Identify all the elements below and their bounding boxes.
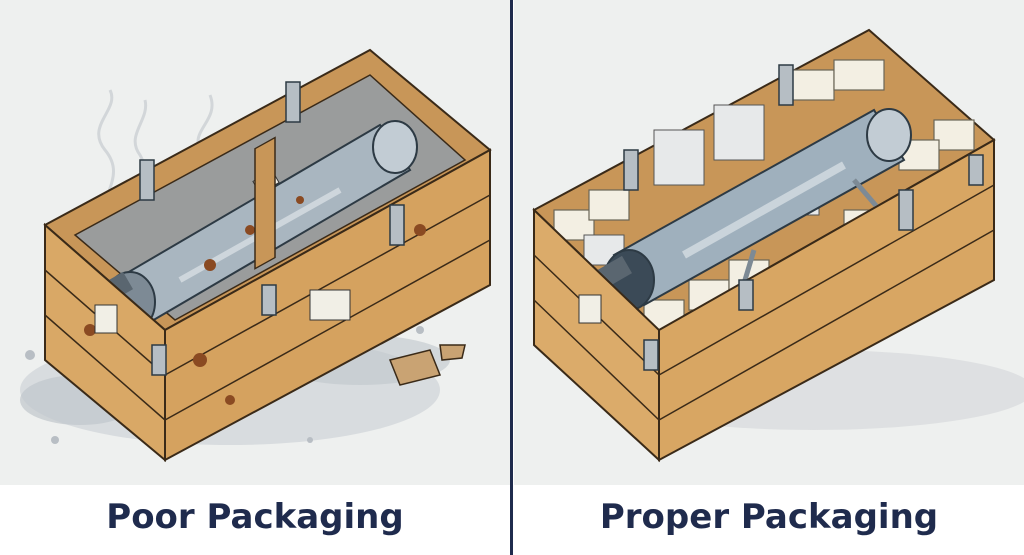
panel-divider — [510, 0, 513, 555]
proper-packaging-panel: Proper Packaging — [514, 0, 1024, 555]
metal-brackets — [139, 81, 405, 376]
proper-packaging-caption: Proper Packaging — [599, 497, 939, 537]
poor-packaging-scene — [0, 0, 510, 485]
poor-packaging-caption: Poor Packaging — [106, 497, 404, 537]
poor-crate-illustration — [20, 48, 492, 463]
shipping-label — [94, 304, 118, 334]
proper-packaging-scene — [514, 0, 1024, 485]
cardboard-debris — [388, 344, 466, 386]
poor-packaging-panel: Poor Packaging — [0, 0, 510, 555]
warning-label — [309, 289, 351, 321]
proper-crate-illustration — [532, 28, 1024, 463]
crate-front — [44, 136, 491, 463]
proper-caption-area: Proper Packaging — [514, 485, 1024, 555]
shipping-label — [578, 294, 602, 324]
poor-caption-area: Poor Packaging — [0, 485, 510, 555]
metal-brackets — [623, 64, 984, 371]
